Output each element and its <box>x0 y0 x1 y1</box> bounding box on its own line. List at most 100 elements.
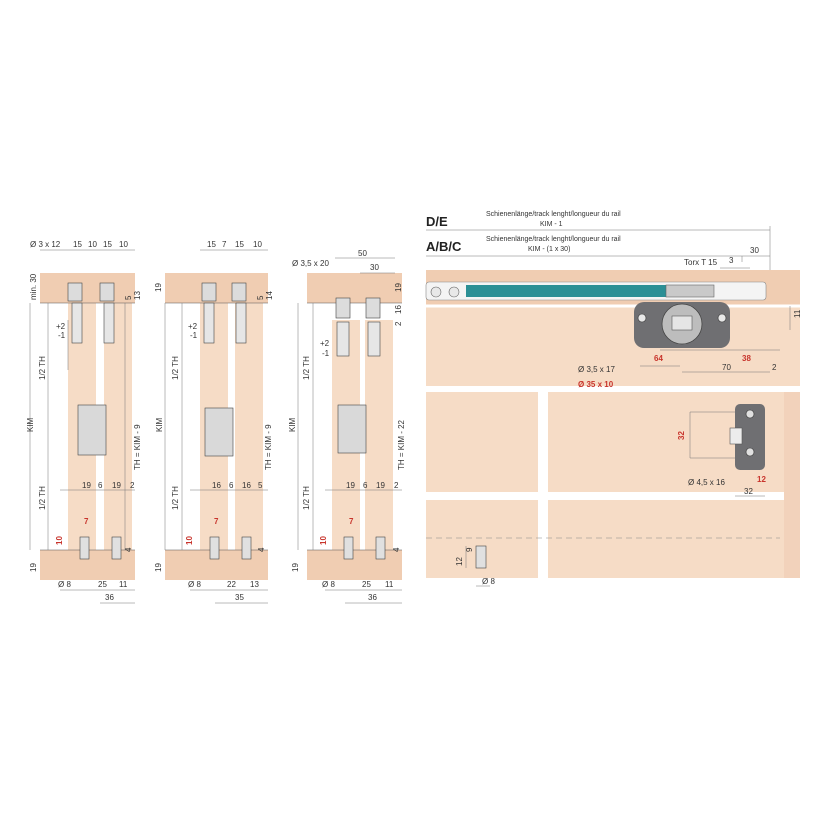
dim-32b: 32 <box>744 487 753 496</box>
col1-r4: 4 <box>124 547 133 552</box>
col2-floor-guide-2 <box>241 536 252 560</box>
bottom-floor-guide <box>475 545 487 569</box>
col3-bottom-rail <box>307 550 402 580</box>
elevation-section: D/E A/B/C Schienenlänge/track lenght/lon… <box>425 211 802 587</box>
header-de-formula: KIM - 1 <box>540 221 563 228</box>
damper-insert <box>671 315 693 331</box>
col1-hanger-1 <box>71 302 83 344</box>
col3-th: TH = KIM - 22 <box>397 419 406 470</box>
col3-adj-plus: +2 <box>320 339 330 348</box>
col1-mid-guide <box>77 404 107 456</box>
col1-red-10: 10 <box>55 536 64 545</box>
col3-r4: 4 <box>392 547 401 552</box>
col3-kim: KIM <box>288 417 297 432</box>
col3-d8: Ø 8 <box>322 580 335 589</box>
dim-64: 64 <box>654 354 663 363</box>
guide-dim-12: 12 <box>455 557 464 566</box>
col2-w35: 35 <box>235 593 244 602</box>
col1-floor-guide-1 <box>79 536 90 560</box>
col3-mid-guide <box>337 404 367 454</box>
col3-bracket-1 <box>335 297 351 319</box>
col3-r16: 16 <box>394 305 403 314</box>
screw-head-right <box>717 313 727 323</box>
col1-roller-2 <box>99 282 115 302</box>
col1-top-rail <box>40 273 135 303</box>
col3-b1: 19 <box>346 481 355 490</box>
col1-screw-label: Ø 3 x 12 <box>30 240 61 249</box>
screw-head-left <box>637 313 647 323</box>
col2-b4: 5 <box>258 481 263 490</box>
col1-dim-a: 15 <box>73 240 82 249</box>
col3-r19: 19 <box>394 283 403 292</box>
col1-b3: 19 <box>112 481 121 490</box>
col2-roller-2 <box>231 282 247 302</box>
col2-dim-r5: 5 <box>256 295 265 300</box>
col1-th: TH = KIM - 9 <box>133 424 142 470</box>
header-de-note: Schienenlänge/track lenght/longueur du r… <box>486 211 621 218</box>
col1-adj-plus: +2 <box>56 322 66 331</box>
col3-b4: 2 <box>394 481 399 490</box>
col2-hanger-1 <box>203 302 215 344</box>
col3-w11: 11 <box>385 580 394 589</box>
dim-38: 38 <box>742 354 751 363</box>
col2-roller-1 <box>201 282 217 302</box>
header-abc-formula: KIM - (1 x 30) <box>528 246 570 253</box>
col2-b1: 16 <box>212 481 221 490</box>
col1-w25: 25 <box>98 580 107 589</box>
col3-w36: 36 <box>368 593 377 602</box>
col1-top-min: min. 30 <box>29 273 38 300</box>
col3-w30: 30 <box>370 263 379 272</box>
col2-th: TH = KIM - 9 <box>264 424 273 470</box>
col1-b4: 2 <box>130 481 135 490</box>
screw-label-1: Ø 3,5 x 17 <box>578 365 615 374</box>
guide-dim-d8: Ø 8 <box>482 577 495 586</box>
col1-kim: KIM <box>26 417 35 432</box>
col1-hanger-2 <box>103 302 115 344</box>
col2-dim-r14: 14 <box>265 291 274 300</box>
col2-floor-guide-1 <box>209 536 220 560</box>
column-2-section: 15 7 15 10 19 5 14 +2 -1 1/2 TH 1/2 TH K… <box>154 240 274 604</box>
col1-b2: 6 <box>98 481 103 490</box>
col1-adj-minus: -1 <box>58 331 66 340</box>
torx-dim-3: 3 <box>729 256 734 265</box>
col1-w11: 11 <box>119 580 128 589</box>
col1-dim-e: 10 <box>119 240 128 249</box>
col2-dim-b: 7 <box>222 240 227 249</box>
col2-b3: 16 <box>242 481 251 490</box>
col2-dim-a: 15 <box>207 240 216 249</box>
col1-red-7: 7 <box>84 517 89 526</box>
col2-dim-e: 10 <box>253 240 262 249</box>
col1-panel-right <box>104 303 132 550</box>
col2-dim-c: 15 <box>235 240 244 249</box>
col1-half-top: 1/2 TH <box>38 356 47 380</box>
col1-r19: 19 <box>29 563 38 572</box>
col3-floor-guide-1 <box>343 536 354 560</box>
dim-2: 2 <box>772 363 777 372</box>
torx-label: Torx T 15 <box>684 258 718 267</box>
col2-w22: 22 <box>227 580 236 589</box>
col2-adj-minus: -1 <box>190 331 198 340</box>
col2-b2: 6 <box>229 481 234 490</box>
col2-half-bottom: 1/2 TH <box>171 486 180 510</box>
col3-b2: 6 <box>363 481 368 490</box>
col1-dim-r5: 5 <box>124 295 133 300</box>
col1-dim-c: 15 <box>103 240 112 249</box>
col3-panel-right <box>365 320 393 550</box>
col2-red-7: 7 <box>214 517 219 526</box>
col2-hanger-2 <box>235 302 247 344</box>
col3-bracket-2 <box>365 297 381 319</box>
dim-12: 12 <box>757 475 766 484</box>
carriage-body <box>665 284 715 298</box>
stopper-latch <box>729 427 743 445</box>
header-de: D/E <box>426 214 448 229</box>
col2-panel-right <box>235 303 263 550</box>
col1-b1: 19 <box>82 481 91 490</box>
col2-half-top: 1/2 TH <box>171 356 180 380</box>
screw-label-3: Ø 4,5 x 16 <box>688 478 725 487</box>
col2-kim: KIM <box>155 417 164 432</box>
header-abc-note: Schienenlänge/track lenght/longueur du r… <box>486 236 621 243</box>
col3-floor-guide-2 <box>375 536 386 560</box>
col3-r2: 2 <box>394 321 403 326</box>
